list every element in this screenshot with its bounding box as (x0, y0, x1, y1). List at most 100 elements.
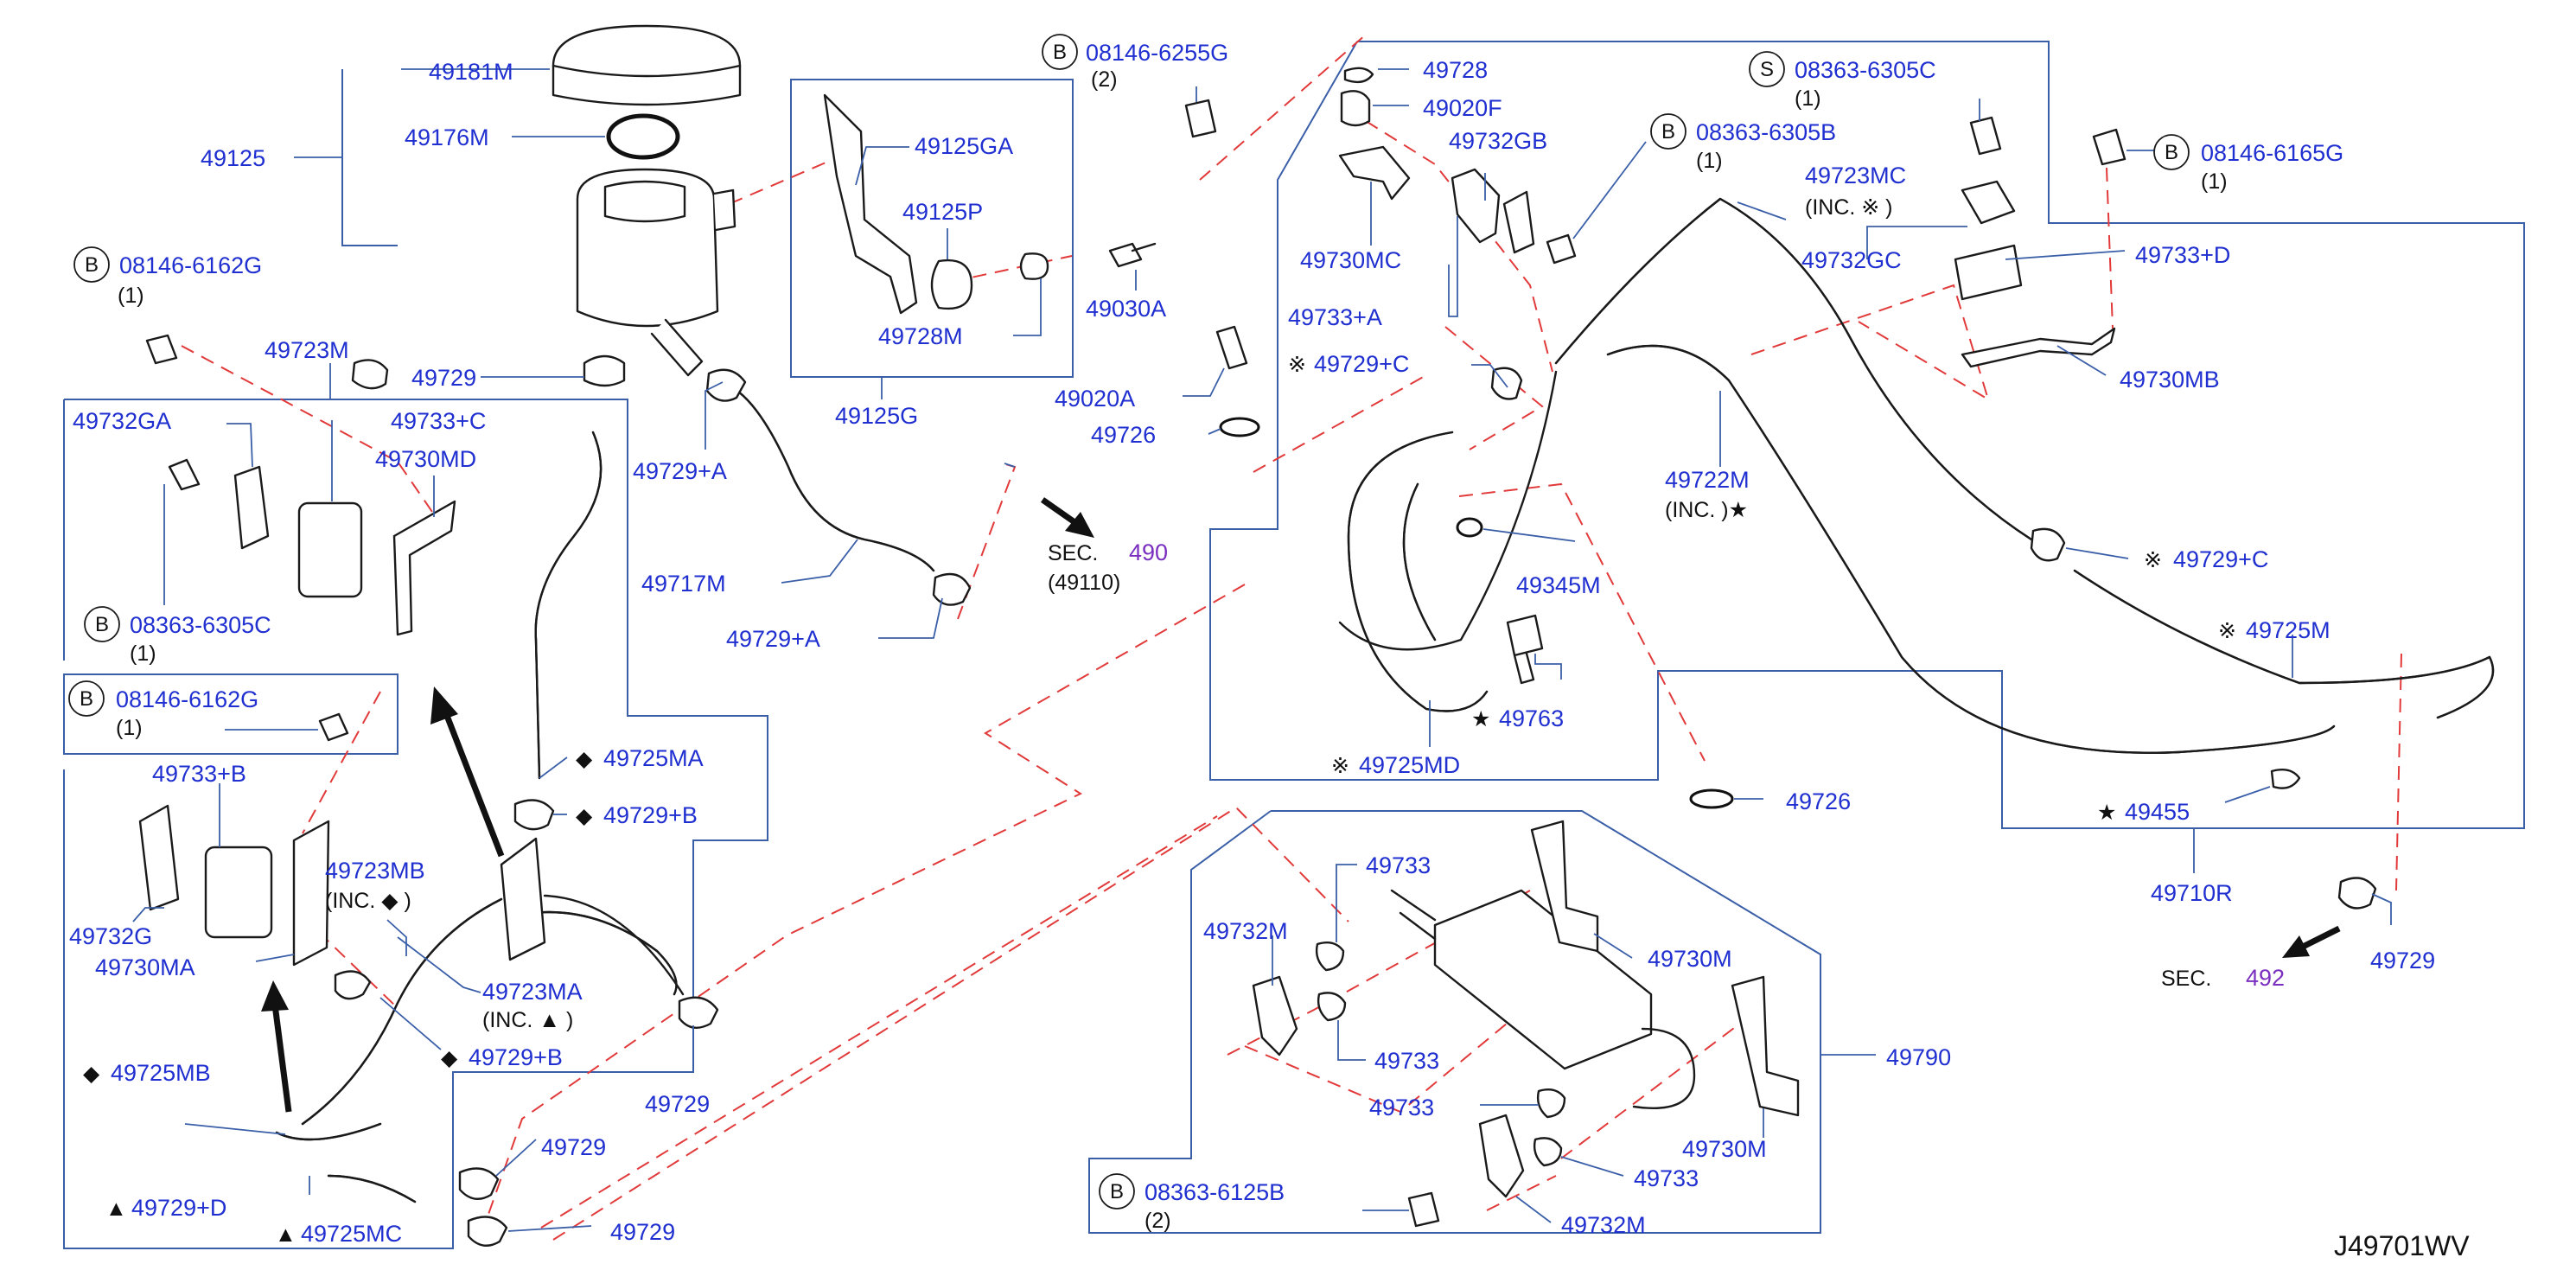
leader-49729a-2 (878, 597, 943, 639)
label-49729c-1[interactable]: 49729+C (1314, 351, 1409, 377)
fastener-b6-code[interactable]: 08146-6165G (2201, 140, 2343, 166)
arrow-sec492-head (2282, 935, 2310, 958)
label-49729a-1[interactable]: 49729+A (633, 458, 727, 484)
label-49726-2[interactable]: 49726 (1786, 788, 1851, 814)
label-49730m-2[interactable]: 49730M (1682, 1136, 1767, 1162)
label-49723mc[interactable]: 49723MC (1805, 163, 1906, 188)
label-49730ma[interactable]: 49730MA (95, 954, 195, 980)
label-49728m[interactable]: 49728M (878, 323, 963, 349)
dash-mid-cooler-2 (540, 815, 1218, 1229)
label-49733-1[interactable]: 49733 (1366, 852, 1431, 878)
fastener-b4-code[interactable]: 08146-6255G (1086, 40, 1228, 66)
label-49345m[interactable]: 49345M (1516, 572, 1601, 598)
label-49729-low2[interactable]: 49729 (610, 1219, 675, 1245)
label-49733b[interactable]: 49733+B (152, 761, 246, 787)
label-49733-3[interactable]: 49733 (1369, 1095, 1434, 1120)
leader-49732g-ma (132, 907, 164, 922)
fastener-b5-code[interactable]: 08363-6305B (1696, 119, 1836, 145)
cooler-tube-top (1390, 889, 1437, 941)
label-49728[interactable]: 49728 (1423, 57, 1488, 83)
label-49725mc[interactable]: 49725MC (301, 1221, 402, 1247)
grommet-49125p-icon (930, 259, 973, 310)
label-49722m[interactable]: 49722M (1665, 467, 1750, 493)
label-49733d[interactable]: 49733+D (2135, 242, 2230, 268)
leader-49725ma (539, 756, 568, 779)
label-49763[interactable]: 49763 (1499, 705, 1564, 731)
label-49729b-1[interactable]: 49729+B (603, 802, 698, 828)
label-49020f[interactable]: 49020F (1423, 95, 1502, 121)
label-49733-4[interactable]: 49733 (1634, 1165, 1699, 1191)
group-pipes-right (1184, 67, 2495, 910)
leader-49723ma (397, 936, 481, 993)
label-49729d[interactable]: 49729+D (131, 1195, 226, 1221)
label-49729-right[interactable]: 49729 (2370, 948, 2435, 973)
label-49732m-1[interactable]: 49732M (1203, 918, 1288, 944)
label-49732g[interactable]: 49732G (69, 923, 152, 949)
label-49125p[interactable]: 49125P (902, 199, 983, 225)
dash-tie-49733a (1444, 326, 1544, 450)
section-ref-492[interactable]: 492 (2246, 965, 2285, 991)
group-frames (63, 41, 2525, 1249)
label-49125g[interactable]: 49125G (835, 403, 918, 429)
fastener-b7-code[interactable]: 08363-6125B (1145, 1179, 1285, 1205)
reservoir-o-ring-icon (606, 113, 680, 160)
leader-49345m (1482, 528, 1576, 542)
label-49730md[interactable]: 49730MD (375, 446, 476, 472)
label-49723mb[interactable]: 49723MB (325, 858, 425, 884)
group-brackets-left (138, 334, 972, 1247)
label-49733-2[interactable]: 49733 (1374, 1048, 1439, 1074)
label-49729-top[interactable]: 49729 (411, 365, 476, 391)
group-arrows (261, 497, 2341, 1113)
bracket-49732g-icon (138, 804, 180, 911)
pipe-49722m-inner (1606, 344, 2336, 754)
label-49455[interactable]: 49455 (2125, 799, 2190, 825)
label-49733c[interactable]: 49733+C (391, 408, 486, 434)
label-49030a[interactable]: 49030A (1086, 296, 1166, 322)
clamp-49729a-2-icon (932, 572, 972, 606)
grommet-49733-4-icon (1533, 1137, 1563, 1167)
label-49730m-1[interactable]: 49730M (1648, 946, 1732, 972)
fastener-b1-code[interactable]: 08146-6162G (119, 252, 262, 278)
label-49726-1[interactable]: 49726 (1091, 422, 1156, 448)
label-49732gc[interactable]: 49732GC (1801, 247, 1902, 273)
label-49725md[interactable]: 49725MD (1359, 752, 1460, 778)
label-49020a[interactable]: 49020A (1055, 386, 1135, 412)
label-49729-mid[interactable]: 49729 (645, 1091, 710, 1117)
mark-diamond-49729b-1: ◆ (576, 804, 593, 828)
label-49732ga[interactable]: 49732GA (73, 408, 171, 434)
label-49790[interactable]: 49790 (1886, 1044, 1951, 1070)
section-ref-490-label[interactable]: SEC. (1048, 541, 1098, 565)
label-49176m[interactable]: 49176M (405, 124, 489, 150)
leader-49723mb (386, 919, 407, 956)
fastener-b1-circle (73, 246, 110, 283)
clamp-49729-mid-icon (678, 996, 719, 1029)
fastener-b2-code[interactable]: 08363-6305C (130, 612, 271, 638)
label-49723m[interactable]: 49723M (265, 337, 349, 363)
washer-49728-icon (1343, 67, 1374, 84)
section-ref-492-label[interactable]: SEC. (2161, 967, 2211, 991)
label-49732m-2[interactable]: 49732M (1561, 1212, 1646, 1238)
label-49125[interactable]: 49125 (201, 145, 265, 171)
fastener-b3-code[interactable]: 08146-6162G (116, 686, 258, 712)
label-49125ga[interactable]: 49125GA (915, 133, 1013, 159)
label-49723ma[interactable]: 49723MA (482, 979, 583, 1005)
label-49729-low1[interactable]: 49729 (541, 1134, 606, 1160)
label-49725ma[interactable]: 49725MA (603, 745, 704, 771)
label-49717m[interactable]: 49717M (641, 571, 726, 597)
fastener-s1-code[interactable]: 08363-6305C (1795, 57, 1936, 83)
label-49733a[interactable]: 49733+A (1288, 304, 1382, 330)
label-49729a-2[interactable]: 49729+A (726, 626, 820, 652)
section-ref-490[interactable]: 490 (1129, 539, 1168, 565)
fastener-b2-qty: (1) (130, 642, 156, 666)
label-49710r[interactable]: 49710R (2151, 880, 2233, 906)
label-49730mc[interactable]: 49730MC (1300, 247, 1401, 273)
label-49729c-2[interactable]: 49729+C (2173, 546, 2268, 572)
hose-49725md-inner (1347, 431, 1489, 712)
label-49732gb[interactable]: 49732GB (1449, 128, 1547, 154)
label-49730mb[interactable]: 49730MB (2120, 367, 2220, 393)
label-49729b-2[interactable]: 49729+B (469, 1044, 563, 1070)
label-49725m[interactable]: 49725M (2246, 617, 2331, 643)
dash-left-bracket (302, 691, 381, 834)
label-49725mb[interactable]: 49725MB (111, 1060, 211, 1086)
label-49181m[interactable]: 49181M (429, 59, 513, 85)
